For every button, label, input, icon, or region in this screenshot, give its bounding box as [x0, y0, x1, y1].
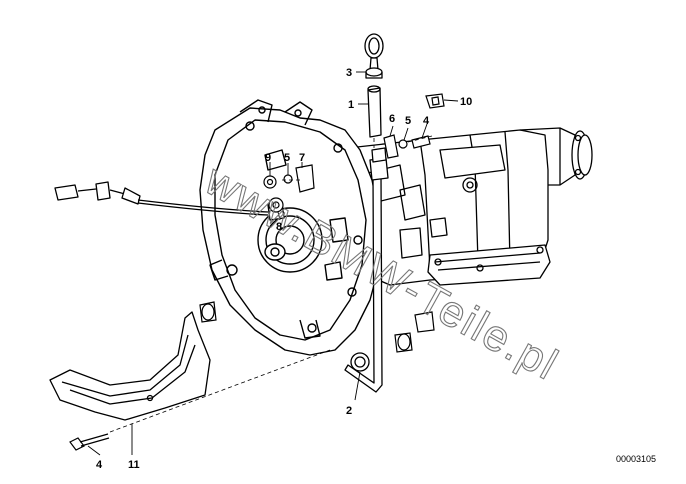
part-label-10: 10: [460, 96, 472, 108]
part-label-8: 8: [276, 221, 282, 233]
leader-lines: [87, 71, 459, 456]
part-label-3: 3: [346, 67, 352, 79]
part-label-9: 9: [265, 152, 271, 164]
part-label-2: 2: [346, 405, 352, 417]
hardware-items: [69, 93, 445, 451]
part-number-labels: 3 1 2 4 4 5 5 6 7 8 9 10 11: [96, 67, 472, 471]
bell-housing: [199, 99, 381, 356]
part-label-5-right: 5: [405, 115, 411, 127]
part-label-5-left: 5: [284, 152, 290, 164]
part-label-4-top: 4: [423, 115, 430, 127]
assembly-lines: [109, 135, 433, 433]
part-label-6: 6: [389, 113, 395, 125]
dipstick: [364, 33, 384, 138]
document-id: 00003105: [616, 454, 656, 464]
part-label-11: 11: [128, 459, 140, 471]
dipstick-guide-tube: [344, 147, 389, 393]
cover-plate: [49, 311, 211, 421]
part-label-1: 1: [348, 99, 354, 111]
part-label-7: 7: [299, 152, 305, 164]
part-label-4-bottom: 4: [96, 459, 103, 471]
